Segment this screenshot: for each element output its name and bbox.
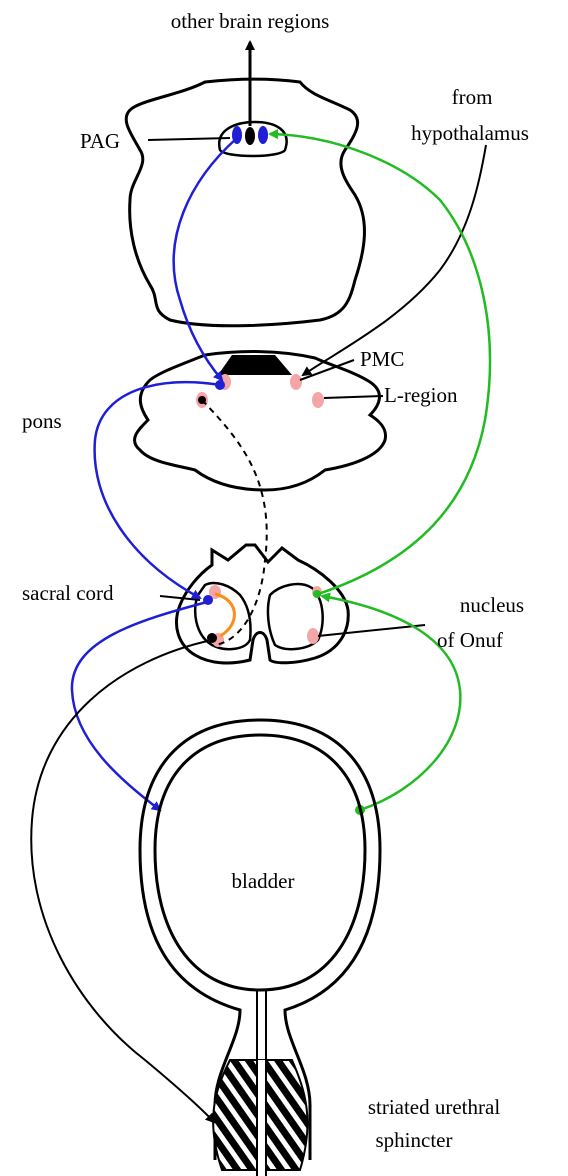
hypothalamus-input-arrow [303, 145, 486, 375]
l-region-right [312, 392, 324, 408]
interneuron-orange [215, 594, 234, 636]
label-other-brain-regions: other brain regions [171, 9, 330, 33]
blue-sacral-to-bladder [72, 602, 207, 810]
onuf-pointer [318, 625, 425, 636]
label-pag: PAG [80, 129, 120, 153]
onuf-to-sphincter-pathway [31, 640, 214, 1122]
l-region-pointer [324, 396, 383, 398]
dashed-origin-dot [198, 396, 206, 404]
pag-nucleus-right [258, 126, 268, 144]
label-sphincter: sphincter [376, 1128, 453, 1152]
label-sacral-cord: sacral cord [22, 581, 114, 605]
label-hypothalamus: hypothalamus [411, 121, 529, 145]
label-pons: pons [22, 409, 62, 433]
label-l-region: L-region [384, 383, 458, 407]
label-bladder: bladder [232, 869, 295, 893]
label-nucleus: nucleus [460, 593, 524, 617]
blue-pag-to-pmc [174, 138, 237, 380]
sacral-cord-pointer [160, 596, 200, 600]
pag-nucleus-center [245, 127, 255, 145]
fourth-ventricle [218, 355, 292, 375]
pag-pointer [148, 138, 230, 140]
nucleus-of-onuf-right [307, 628, 319, 644]
pmc-right [290, 374, 302, 390]
bladder-inner-wall [155, 735, 365, 990]
label-from: from [452, 85, 493, 109]
blue-pmc-to-sacral [95, 382, 220, 598]
pmc-efferent-dot [215, 380, 225, 390]
label-pmc: PMC [360, 347, 404, 371]
midbrain-section [126, 79, 364, 326]
label-striated-urethral: striated urethral [368, 1095, 501, 1119]
urethra-channel [257, 1060, 266, 1176]
label-of-onuf: of Onuf [437, 628, 503, 652]
